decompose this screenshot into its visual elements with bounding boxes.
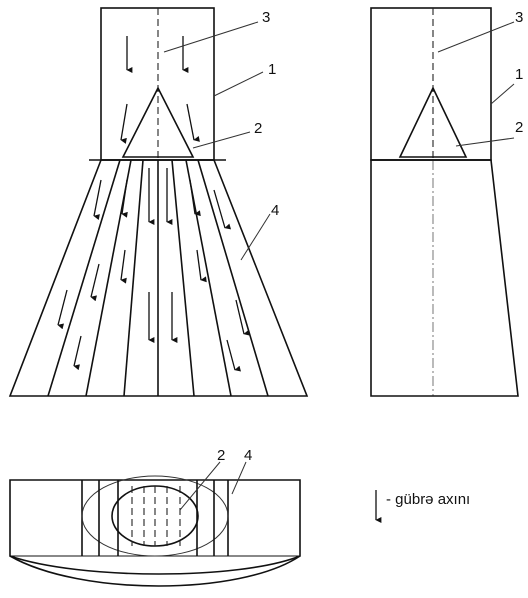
- top-view: 2 4: [9, 447, 301, 587]
- leader-lines-side: [437, 21, 515, 147]
- top-body-outline: [9, 479, 301, 575]
- label-front-4: 4: [271, 202, 279, 219]
- side-hopper-box: [370, 7, 492, 161]
- label-front-2: 2: [254, 120, 262, 137]
- label-side-1: 1: [515, 66, 523, 83]
- label-side-2: 2: [515, 119, 523, 136]
- leader-lines-top: [179, 461, 247, 511]
- side-view: 3 1 2: [370, 7, 523, 397]
- leader-lines-front: [163, 21, 271, 261]
- label-side-3: 3: [515, 9, 523, 26]
- side-spreader: [370, 159, 519, 397]
- front-view: 3 1 2 4: [8, 7, 309, 397]
- label-top-4: 4: [244, 447, 252, 464]
- top-outer-ellipse: [81, 475, 229, 557]
- legend-text: - gübrə axını: [386, 491, 470, 508]
- legend: - gübrə axını: [375, 490, 470, 523]
- label-front-1: 1: [268, 61, 276, 78]
- flow-arrows-hopper: [120, 36, 200, 144]
- divider-cone: [121, 86, 195, 158]
- flow-arrows-spreader: [57, 168, 250, 372]
- channel-lines: [47, 159, 269, 397]
- top-dashed-lines: [131, 486, 181, 546]
- label-top-2: 2: [217, 447, 225, 464]
- top-vertical-lines: [98, 480, 215, 556]
- label-front-3: 3: [262, 9, 270, 26]
- side-divider-cone: [398, 86, 468, 158]
